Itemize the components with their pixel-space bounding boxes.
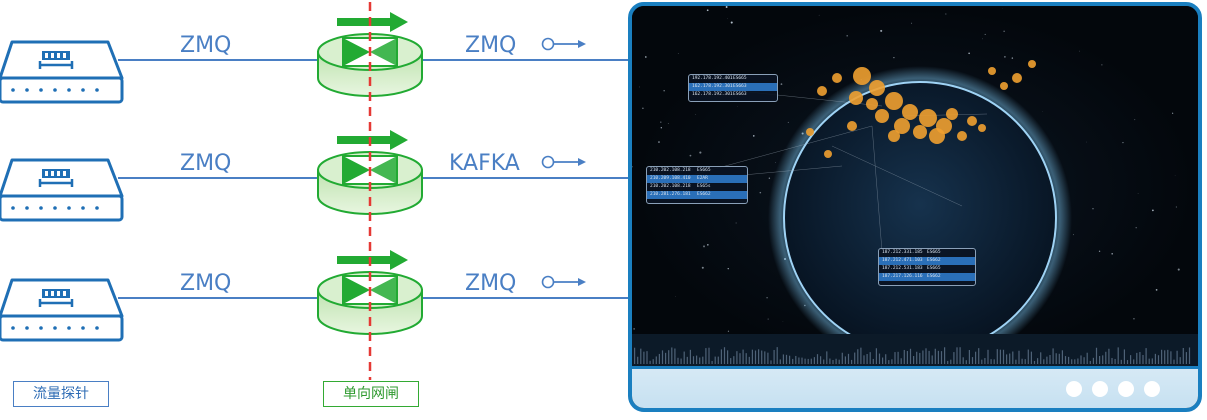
monitor-bottom-bar xyxy=(632,366,1198,408)
network-probe-icon xyxy=(0,158,124,222)
input-protocol-label: ZMQ xyxy=(180,33,231,58)
output-protocol-label: KAFKA xyxy=(449,151,520,176)
pager-dot xyxy=(1144,381,1160,397)
flow-row: ZMQ ZMQ xyxy=(0,250,628,342)
flow-row: ZMQ KAFKA xyxy=(0,130,628,222)
data-flow-arrow-icon xyxy=(337,130,408,150)
output-arrow-icon xyxy=(541,275,555,289)
output-arrow-icon xyxy=(541,37,555,51)
flow-row: ZMQ ZMQ xyxy=(0,12,628,104)
input-protocol-label: ZMQ xyxy=(180,151,231,176)
data-flow-arrow-icon xyxy=(337,250,408,270)
output-protocol-label: ZMQ xyxy=(465,33,516,58)
data-flow-arrow-icon xyxy=(337,12,408,32)
network-probe-icon xyxy=(0,278,124,342)
network-probe-caption: 流量探针 xyxy=(13,381,109,407)
pager-dot xyxy=(1092,381,1108,397)
network-probe-icon xyxy=(0,40,124,104)
pager-dot xyxy=(1066,381,1082,397)
data-diode-caption: 单向网闸 xyxy=(323,381,419,407)
output-protocol-label: ZMQ xyxy=(465,271,516,296)
globe xyxy=(783,81,1057,355)
pager-dot xyxy=(1118,381,1134,397)
input-protocol-label: ZMQ xyxy=(180,271,231,296)
output-arrow-icon xyxy=(541,155,555,169)
data-diode-icon xyxy=(317,33,423,97)
